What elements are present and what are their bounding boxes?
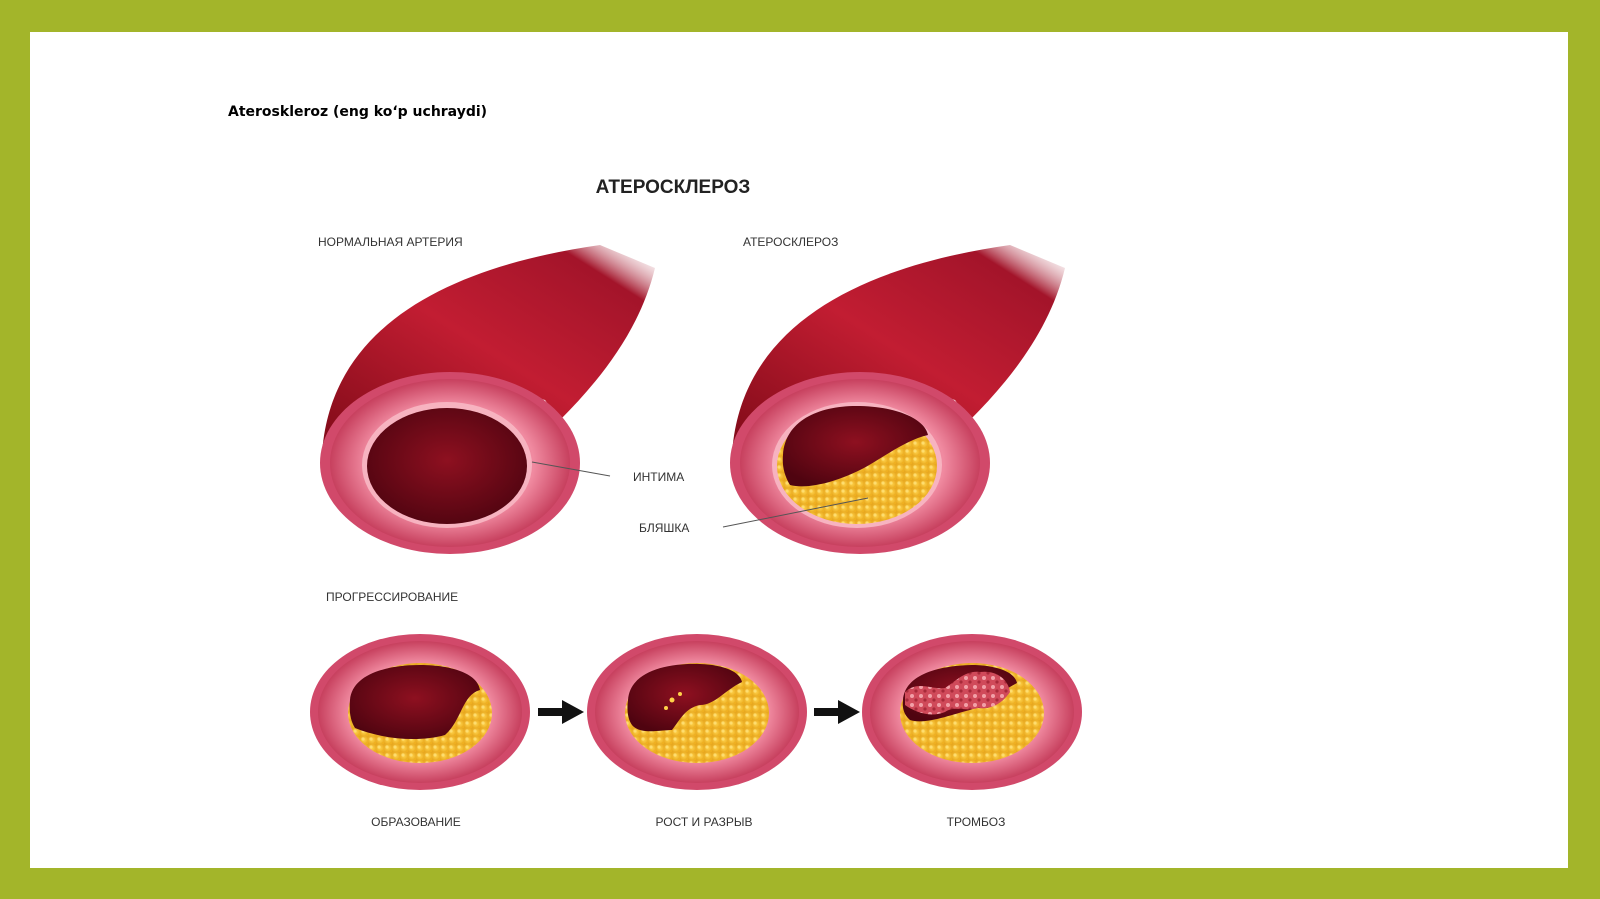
atherosclerotic-artery (730, 245, 1065, 554)
slide-title: Ateroskleroz (eng ko‘p uchraydi) (228, 104, 488, 120)
stage-formation-lumen (349, 665, 480, 740)
intima-pointer-line (531, 461, 611, 477)
stage-rupture-fragment (664, 706, 668, 710)
stage-rupture-lumen (627, 663, 742, 732)
stage-formation (310, 634, 530, 790)
stage-rupture (587, 634, 807, 790)
stage-arrow-2-head (838, 700, 860, 724)
normal-artery-label: НОРМАЛЬНАЯ АРТЕРИЯ (318, 235, 463, 249)
stage-arrow-2-shaft (814, 708, 840, 716)
stage-formation-label: ОБРАЗОВАНИЕ (371, 815, 461, 829)
stage-rupture-fragment (669, 697, 675, 703)
stage-thrombosis-label: ТРОМБОЗ (947, 815, 1006, 829)
stage-arrow-1 (538, 700, 584, 724)
diagram-main-title: АТЕРОСКЛЕРОЗ (596, 177, 751, 198)
stage-rupture-label: РОСТ И РАЗРЫВ (656, 815, 753, 829)
normal-artery-lumen (367, 408, 527, 524)
stage-rupture-fragment (678, 692, 682, 696)
athero-narrowed-lumen (782, 405, 928, 487)
progression-label: ПРОГРЕССИРОВАНИЕ (326, 590, 458, 604)
stage-arrow-1-shaft (538, 708, 564, 716)
stage-thrombosis (862, 634, 1082, 790)
plaque-pointer-line (722, 497, 869, 528)
stage-arrow-1-head (562, 700, 584, 724)
athero-artery-tube (732, 245, 1065, 455)
plaque-label: БЛЯШКА (639, 521, 689, 535)
intima-label: ИНТИМА (633, 470, 684, 484)
normal-artery (320, 245, 655, 554)
stage-arrow-2 (814, 700, 860, 724)
stage-thrombosis-clot (905, 671, 1010, 715)
normal-artery-tube (322, 245, 655, 455)
atherosclerosis-artery-label: АТЕРОСКЛЕРОЗ (743, 235, 838, 249)
